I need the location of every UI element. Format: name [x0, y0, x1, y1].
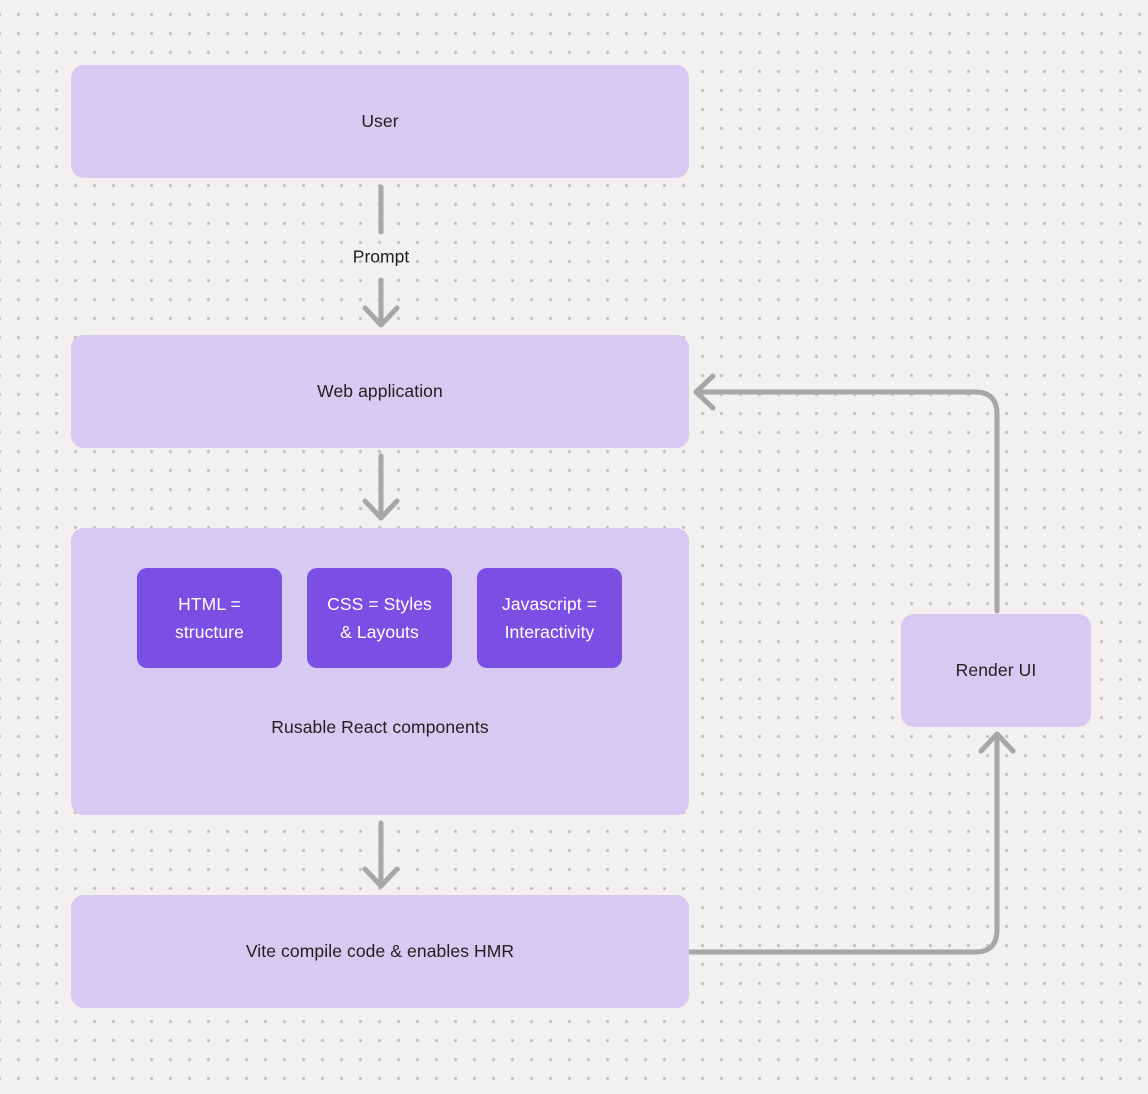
javascript-line1: Javascript =	[501, 594, 598, 614]
components-group-caption: Rusable React components	[271, 717, 489, 737]
node-javascript-component[interactable]: Javascript = Interactivity	[477, 568, 622, 668]
node-web-application[interactable]: Web application	[71, 335, 689, 448]
css-line1: CSS = Styles	[327, 594, 432, 614]
node-user[interactable]: User	[71, 65, 689, 178]
javascript-line2: Interactivity	[504, 622, 595, 642]
node-html-component[interactable]: HTML = structure	[137, 568, 282, 668]
node-render-ui-label: Render UI	[955, 660, 1037, 680]
html-line2: structure	[175, 622, 244, 642]
edge-renderui-webapp-arrow[interactable]	[693, 373, 1000, 614]
edge-group-vite-arrow[interactable]	[362, 820, 400, 889]
node-user-label: User	[361, 111, 399, 131]
edge-webapp-group-arrow[interactable]	[362, 453, 400, 521]
css-line2: & Layouts	[340, 622, 419, 642]
edge-label-prompt[interactable]: Prompt	[352, 246, 410, 267]
edge-prompt-webapp-arrow[interactable]	[362, 277, 400, 328]
node-css-component[interactable]: CSS = Styles & Layouts	[307, 568, 452, 668]
html-line1: HTML =	[178, 594, 241, 614]
node-vite[interactable]: Vite compile code & enables HMR	[71, 895, 689, 1008]
edge-vite-renderui-arrow[interactable]	[687, 731, 1016, 955]
node-web-application-label: Web application	[317, 381, 443, 401]
node-vite-label: Vite compile code & enables HMR	[245, 941, 515, 961]
node-components-group[interactable]: HTML = structure CSS = Styles & Layouts …	[71, 528, 689, 815]
node-render-ui[interactable]: Render UI	[901, 614, 1091, 727]
